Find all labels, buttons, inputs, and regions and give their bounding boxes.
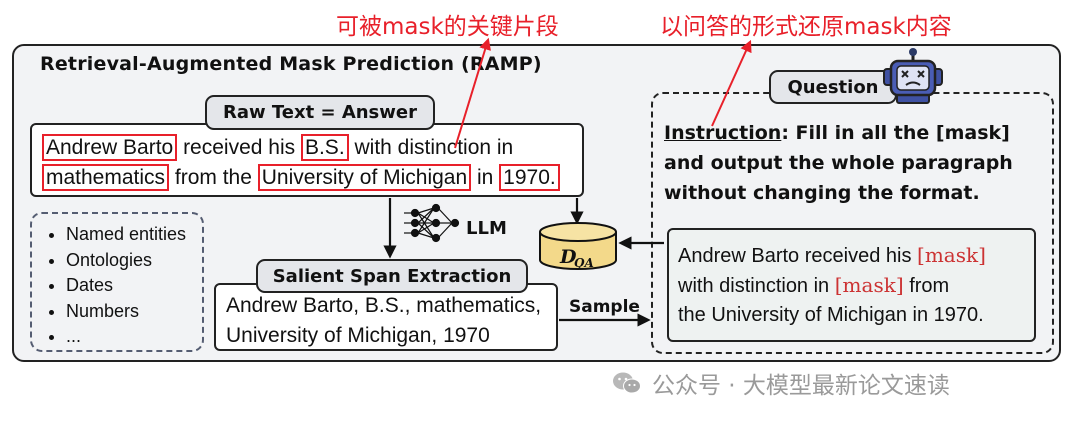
sample-label: Sample bbox=[569, 297, 640, 317]
span-type-item: ... bbox=[66, 324, 202, 350]
annotation-arrow-left bbox=[454, 37, 491, 149]
watermark: 公众号 · 大模型最新论文速读 bbox=[612, 366, 950, 400]
masked-line-3: the University of Michigan in 1970. bbox=[678, 304, 984, 326]
highlight-year: 1970. bbox=[499, 164, 560, 191]
masked-question-box: Andrew Barto received his [mask] with di… bbox=[667, 228, 1036, 342]
instruction-line-3: without changing the format. bbox=[664, 182, 980, 204]
masked-segment: Andrew Barto received his bbox=[678, 245, 918, 267]
span-types-list: Named entities Ontologies Dates Numbers … bbox=[32, 222, 202, 350]
salient-line-2: University of Michigan, 1970 bbox=[226, 324, 490, 347]
span-type-item: Ontologies bbox=[66, 248, 202, 274]
dqa-label-sub: QA bbox=[574, 256, 594, 270]
salient-span-label: Salient Span Extraction bbox=[256, 259, 528, 293]
raw-text-segment: with distinction in bbox=[348, 136, 514, 159]
wechat-icon bbox=[613, 372, 641, 394]
raw-text-segment: received his bbox=[177, 136, 301, 159]
span-type-item: Numbers bbox=[66, 299, 202, 325]
raw-text-label: Raw Text = Answer bbox=[205, 95, 435, 130]
dqa-label-main: D bbox=[559, 246, 577, 268]
salient-line-1: Andrew Barto, B.S., mathematics, bbox=[226, 294, 542, 317]
raw-text-box: Andrew Barto received his B.S. with dist… bbox=[30, 123, 584, 197]
neural-network-icon bbox=[404, 203, 460, 243]
raw-text-segment: from the bbox=[169, 166, 258, 189]
annotation-maskable-spans: 可被mask的关键片段 bbox=[336, 14, 559, 40]
mask-token: [mask] bbox=[917, 243, 986, 267]
masked-line-1: Andrew Barto received his [mask] bbox=[678, 241, 1034, 271]
highlight-university: University of Michigan bbox=[257, 164, 472, 191]
instruction-head: Instruction bbox=[664, 122, 782, 144]
highlight-field: mathematics bbox=[42, 164, 170, 191]
span-types-box: Named entities Ontologies Dates Numbers … bbox=[30, 212, 204, 352]
instruction-line-2: and output the whole paragraph bbox=[664, 152, 1013, 174]
masked-segment: with distinction in bbox=[678, 275, 835, 297]
span-type-item: Named entities bbox=[66, 222, 202, 248]
watermark-text: 公众号 · 大模型最新论文速读 bbox=[652, 373, 950, 399]
span-type-item: Dates bbox=[66, 273, 202, 299]
mask-token: [mask] bbox=[834, 273, 904, 297]
question-label: Question bbox=[769, 70, 897, 104]
diagram-title: Retrieval-Augmented Mask Prediction (RAM… bbox=[40, 53, 542, 75]
annotation-restore-as-qa: 以问答的形式还原mask内容 bbox=[660, 14, 952, 40]
raw-text-segment: in bbox=[471, 166, 500, 189]
dqa-database-icon: D QA bbox=[539, 222, 617, 270]
raw-text-line-1: Andrew Barto received his B.S. with dist… bbox=[42, 133, 574, 163]
annotation-arrow-right bbox=[711, 39, 752, 127]
highlight-degree: B.S. bbox=[300, 134, 349, 161]
instruction-line-1: Instruction: Fill in all the [mask] bbox=[664, 118, 1013, 148]
raw-text-line-2: mathematics from the University of Michi… bbox=[42, 163, 574, 193]
masked-line-2: with distinction in [mask] from bbox=[678, 271, 1034, 301]
instruction-segment: : Fill in all the [mask] bbox=[781, 122, 1010, 144]
masked-segment: from bbox=[903, 275, 950, 297]
llm-label: LLM bbox=[466, 218, 507, 239]
instruction-text: Instruction: Fill in all the [mask] and … bbox=[664, 118, 1013, 208]
robot-icon bbox=[883, 48, 943, 104]
salient-span-box: Andrew Barto, B.S., mathematics, Univers… bbox=[214, 283, 558, 351]
highlight-name: Andrew Barto bbox=[42, 134, 178, 161]
